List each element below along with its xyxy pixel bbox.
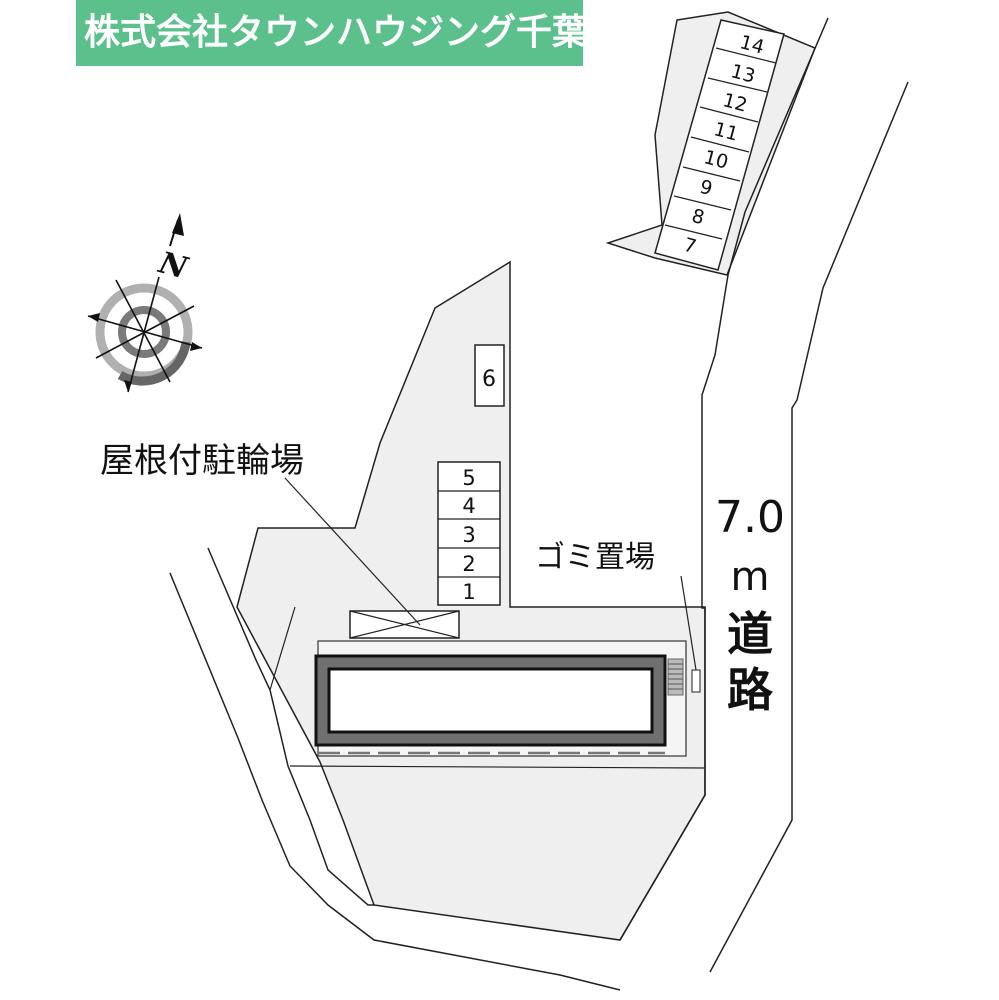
stairs <box>667 658 684 696</box>
road-label-char1: 道 <box>727 607 773 661</box>
bicycle-parking-label: 屋根付駐輪場 <box>100 441 304 481</box>
garbage-area-label: ゴミ置場 <box>535 540 655 575</box>
parking-space-6 <box>474 344 505 407</box>
road-unit-label: m <box>731 554 770 600</box>
parking-number-9: 9 <box>697 176 714 200</box>
parking-number-8: 8 <box>689 205 706 229</box>
parking-number-1: 1 <box>462 580 475 604</box>
parking-number-7: 7 <box>681 234 698 258</box>
parking-number-4: 4 <box>462 494 475 518</box>
garbage-box <box>691 669 701 693</box>
parking-number-3: 3 <box>462 523 475 547</box>
parking-number-6: 6 <box>482 367 496 392</box>
compass-rose-icon: N <box>87 213 203 393</box>
company-banner: 株式会社タウンハウジング千葉 <box>76 0 588 66</box>
north-label: N <box>154 245 192 287</box>
parking-group-upper: 14 13 12 11 10 9 8 7 <box>654 19 785 271</box>
parking-group-lower: 5 4 3 2 1 <box>437 461 501 606</box>
road-width-label: 7.0 <box>715 492 785 543</box>
left-road <box>169 547 621 991</box>
road <box>619 17 909 973</box>
parking-number-2: 2 <box>462 552 475 576</box>
road-label-char2: 路 <box>727 663 774 717</box>
parking-number-5: 5 <box>462 466 475 490</box>
